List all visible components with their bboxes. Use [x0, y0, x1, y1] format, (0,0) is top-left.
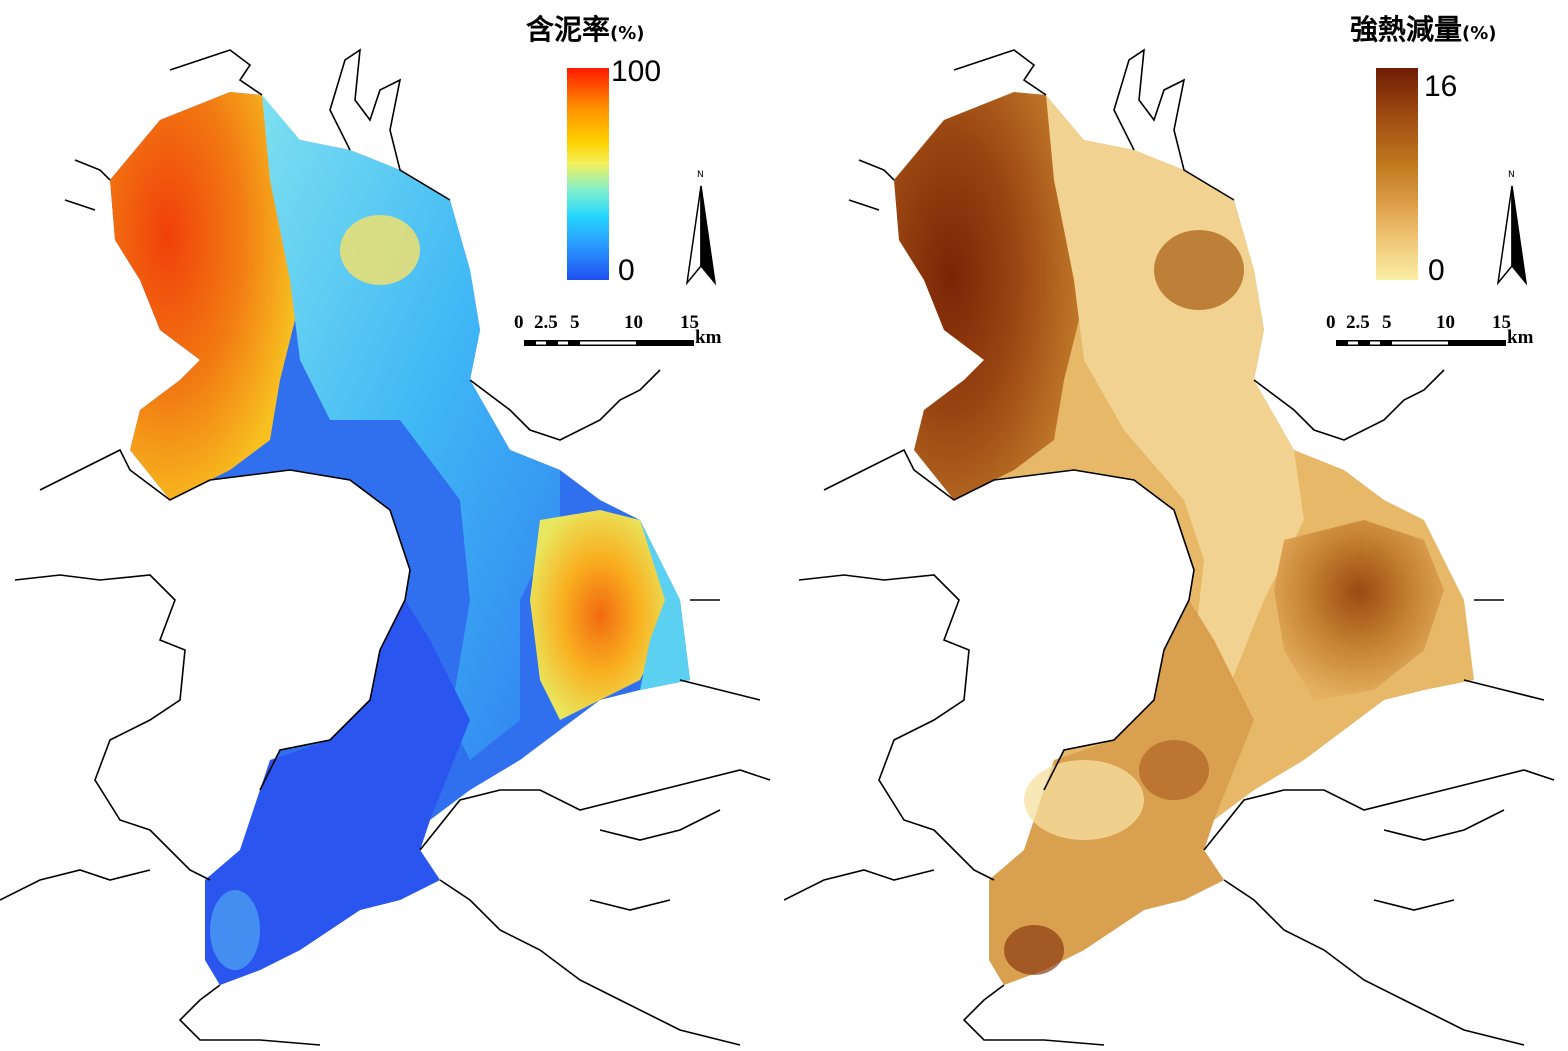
scale-tick: 2.5	[534, 312, 558, 333]
scale-tick: 10	[1436, 312, 1455, 333]
scale-tick: 10	[624, 312, 643, 333]
south-dark	[1004, 925, 1064, 975]
scale-tick: 5	[1382, 312, 1392, 333]
mud-legend-colorbar	[567, 68, 609, 280]
channel-region	[262, 95, 560, 760]
legend-title: 強熱減量(%)	[1350, 8, 1497, 48]
coastline	[0, 48, 771, 1046]
scale-tick: 5	[570, 312, 580, 333]
channel-region	[1046, 95, 1304, 700]
scale-bar-graphic	[524, 340, 694, 346]
scale-bar: 0 2.5 5 10 15 km	[512, 312, 742, 352]
mud-content-map	[0, 48, 771, 1046]
east-region	[530, 510, 670, 720]
ignition-loss-map-panel: 強熱減量(%) 16 0 N 0 2.5 5 10 15 km	[784, 0, 1568, 1051]
legend-max-label: 16	[1424, 70, 1458, 103]
east-region	[1274, 520, 1444, 700]
loi-legend-colorbar	[1376, 68, 1418, 280]
scale-tick: 15	[1492, 312, 1511, 333]
legend-title-text: 含泥率	[526, 13, 611, 46]
legend-unit: (%)	[610, 23, 645, 44]
north-arrow-icon: N	[685, 170, 717, 286]
mud-content-map-panel: 含泥率(%) 100 0 N 0 2.5 5 10 15 km	[0, 8, 771, 1046]
local-high	[1154, 230, 1244, 310]
north-region	[894, 92, 1084, 500]
ignition-loss-map	[784, 48, 1555, 1046]
legend-max-label: 100	[611, 55, 662, 88]
legend-min-label: 0	[618, 254, 635, 287]
scale-unit: km	[1507, 327, 1534, 348]
scale-tick: 2.5	[1346, 312, 1370, 333]
scale-tick: 0	[514, 312, 524, 333]
south-region	[205, 600, 470, 985]
south-mid-dark	[1139, 740, 1209, 800]
north-label: N	[697, 170, 704, 180]
scale-bar-graphic	[1336, 340, 1506, 346]
coastline	[784, 48, 1555, 1046]
legend-title-text: 強熱減量	[1350, 13, 1463, 46]
scale-tick: 15	[680, 312, 699, 333]
north-arrow-icon: N	[1496, 170, 1528, 286]
north-label: N	[1508, 170, 1515, 180]
legend-min-label: 0	[1428, 254, 1445, 287]
local-high	[340, 215, 420, 285]
legend-unit: (%)	[1462, 23, 1497, 44]
north-region	[110, 92, 300, 500]
legend-title: 含泥率(%)	[526, 8, 645, 48]
south-light	[1024, 760, 1144, 840]
scale-unit: km	[695, 327, 722, 348]
east-strip	[640, 520, 690, 690]
south-bright	[210, 890, 260, 970]
scale-bar: 0 2.5 5 10 15 km	[1324, 312, 1554, 352]
scale-tick: 0	[1326, 312, 1336, 333]
